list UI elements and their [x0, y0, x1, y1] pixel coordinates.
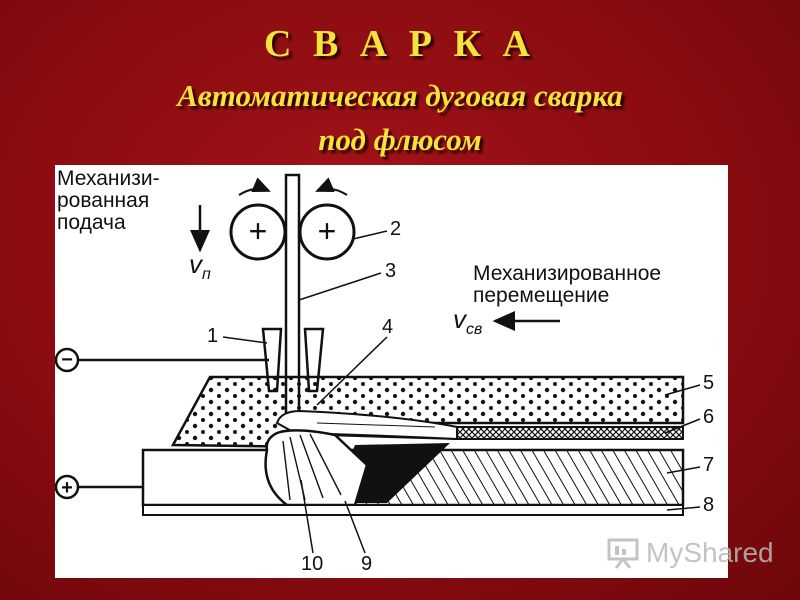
- feed-label-line-3: подача: [57, 211, 126, 234]
- callout-1: 1: [207, 325, 218, 347]
- positive-terminal-sign: +: [61, 477, 73, 499]
- callout-7-leader: [666, 466, 701, 474]
- travel-label-line-2: перемещение: [473, 284, 609, 307]
- callout-10-leader: [300, 479, 314, 554]
- weld-pool-lines: [282, 433, 342, 501]
- callout-9: 9: [361, 553, 372, 575]
- backing-plate: [142, 504, 684, 516]
- watermark-text: MyShared: [646, 537, 774, 568]
- callout-9-leader: [344, 500, 366, 554]
- callout-2: 2: [390, 218, 401, 240]
- callout-5: 5: [703, 372, 714, 394]
- callout-4-leader: [316, 336, 388, 406]
- callout-6-leader: [664, 418, 701, 434]
- travel-velocity-symbol: vсв: [453, 304, 482, 338]
- callout-1-leader: [222, 336, 268, 344]
- weld-pool: [264, 429, 369, 507]
- feed-label-line-1: Механизи-: [57, 167, 160, 190]
- slide-title: С В А Р К А: [264, 23, 536, 65]
- negative-terminal: [55, 347, 80, 373]
- travel-label-line-1: Механизированное: [473, 262, 661, 285]
- callout-2-leader: [352, 230, 388, 240]
- callout-3-leader: [298, 272, 382, 301]
- roller-right-plus: +: [318, 213, 337, 249]
- negative-terminal-sign: −: [61, 349, 73, 371]
- roller-left-plus: +: [249, 213, 268, 249]
- slide-subtitle: Автоматическая дуговая сварка под флюсом: [100, 74, 700, 162]
- callout-6: 6: [703, 406, 714, 428]
- welding-diagram: Механизи- рованная подача vп + + − Механ…: [55, 165, 728, 578]
- feed-label-line-2: рованная: [57, 189, 149, 212]
- subtitle-line-1: Автоматическая дуговая сварка: [177, 78, 623, 113]
- feed-velocity-symbol: vп: [189, 249, 211, 283]
- watermark: MyShared: [606, 534, 774, 572]
- subtitle-line-2: под флюсом: [318, 122, 482, 157]
- callout-4: 4: [382, 316, 393, 338]
- callout-10: 10: [301, 553, 323, 575]
- positive-terminal: [55, 474, 80, 500]
- cavity-stripe: [316, 422, 436, 428]
- callout-8: 8: [703, 494, 714, 516]
- callout-5-leader: [664, 384, 701, 396]
- roller-left-rotation-arrow: [238, 177, 271, 196]
- callout-3: 3: [385, 260, 396, 282]
- callout-7: 7: [703, 454, 714, 476]
- presentation-board-icon: [607, 538, 639, 569]
- welding-diagram-svg: Механизи- рованная подача vп + + − Механ…: [55, 167, 714, 575]
- roller-right-rotation-arrow: [315, 177, 348, 196]
- callout-8-leader: [666, 506, 701, 511]
